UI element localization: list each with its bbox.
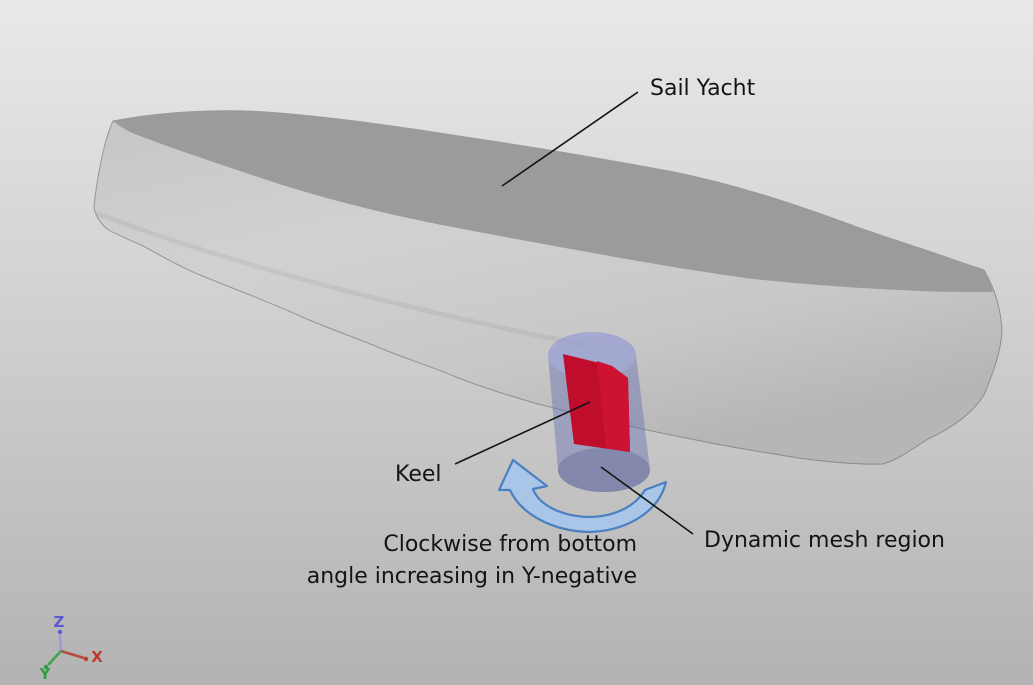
- hull-freeboard-band: [113, 110, 993, 292]
- dynamic-mesh-label: Dynamic mesh region: [704, 528, 945, 553]
- orientation-axes: Z X Y: [39, 613, 104, 683]
- keel-leader-line: [454, 401, 591, 465]
- x-axis-tip: [83, 656, 89, 662]
- y-axis-tip: [43, 664, 49, 670]
- keel-face-highlight: [597, 361, 630, 452]
- x-axis-shaft: [60, 649, 85, 660]
- z-axis-tip: [57, 629, 63, 635]
- keel-surface: [563, 354, 630, 452]
- hull-fold-line: [95, 210, 586, 348]
- sail-yacht-leader-line: [501, 91, 639, 187]
- rotation-caption-line1: Clockwise from bottom: [383, 532, 637, 557]
- y-axis-shaft: [47, 650, 62, 666]
- dynamic-mesh-leader-line: [600, 466, 694, 535]
- z-axis-shaft: [58, 634, 63, 652]
- rotation-caption-line2: angle increasing in Y-negative: [306, 564, 637, 589]
- rotation-arrow: [497, 458, 668, 534]
- rotation-caption: Clockwise from bottom angle increasing i…: [307, 529, 637, 593]
- x-axis-label: X: [91, 648, 103, 666]
- sail-yacht-label: Sail Yacht: [650, 76, 756, 101]
- y-axis-label: Y: [39, 665, 52, 683]
- keel-label: Keel: [395, 462, 442, 487]
- z-axis-label: Z: [54, 613, 65, 631]
